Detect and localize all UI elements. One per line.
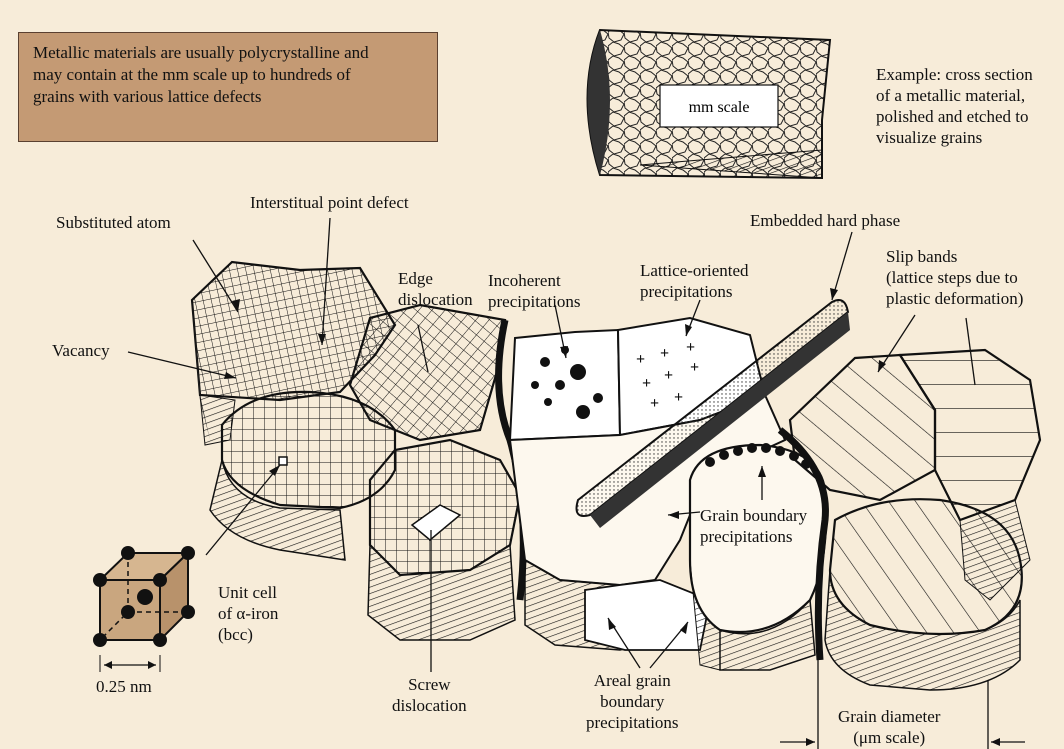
label-line: Grain boundary [700,505,807,526]
grain-boundary-precip-grain [690,443,826,670]
label-line: boundary [586,691,679,712]
label-interstitial-defect: Interstitual point defect [250,192,409,213]
example-line: Example: cross section [876,64,1033,85]
svg-text:+: + [642,375,651,392]
label-line: (bcc) [218,624,278,645]
label-line: precipitations [586,712,679,733]
example-caption: Example: cross section of a metallic mat… [876,64,1033,148]
label-line: Grain diameter [838,706,940,727]
label-incoherent: Incoherent precipitations [488,270,581,312]
label-line: Unit cell [218,582,278,603]
label-line: Areal grain [586,670,679,691]
svg-text:+: + [690,359,699,376]
label-line: Edge [398,268,473,289]
label-line: plastic deformation) [886,288,1023,309]
label-line: Slip bands [886,246,1023,267]
label-line: Lattice-oriented [640,260,749,281]
svg-text:+: + [636,351,645,368]
svg-text:+: + [660,345,669,362]
label-lattice-oriented: Lattice-oriented precipitations [640,260,749,302]
label-scale-025nm: 0.25 nm [96,676,152,697]
label-edge-dislocation: Edge dislocation [398,268,473,310]
svg-text:+: + [686,339,695,356]
label-line: precipitations [488,291,581,312]
example-line: polished and etched to [876,106,1033,127]
label-screw-dislocation: Screw dislocation [392,674,467,716]
grain-front-left [210,392,395,560]
label-grain-boundary-precip: Grain boundary precipitations [700,505,807,547]
unit-cell-bcc [93,546,195,672]
grain-screw-dislocation [368,440,520,640]
label-vacancy: Vacancy [52,340,110,361]
grain-slip-3 [825,499,1022,690]
label-line: dislocation [398,289,473,310]
label-line: precipitations [700,526,807,547]
label-line: of α-iron [218,603,278,624]
mm-scale-label: mm scale [689,99,750,116]
label-line: (μm scale) [838,727,940,748]
label-line: Incoherent [488,270,581,291]
label-areal-precip: Areal grain boundary precipitations [586,670,679,733]
example-line: visualize grains [876,127,1033,148]
label-line: dislocation [392,695,467,716]
label-slip-bands: Slip bands (lattice steps due to plastic… [886,246,1023,309]
label-grain-diameter: Grain diameter (μm scale) [838,706,940,748]
label-line: precipitations [640,281,749,302]
label-substituted-atom: Substituted atom [56,212,171,233]
label-unit-cell: Unit cell of α-iron (bcc) [218,582,278,645]
svg-text:+: + [650,395,659,412]
svg-text:+: + [664,367,673,384]
label-line: Screw [392,674,467,695]
example-line: of a metallic material, [876,85,1033,106]
label-line: (lattice steps due to [886,267,1023,288]
label-embedded-hard-phase: Embedded hard phase [750,210,900,231]
svg-text:+: + [674,389,683,406]
